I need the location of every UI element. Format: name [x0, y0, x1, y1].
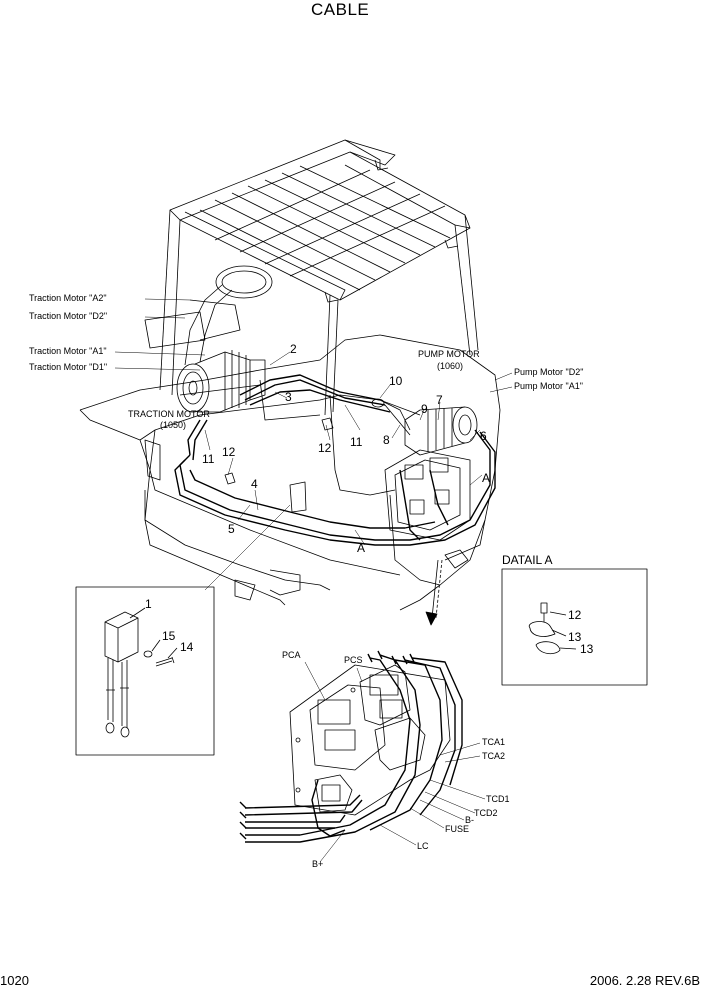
controller-label-tca1: TCA1	[482, 737, 506, 747]
detail-part-number-12: 12	[568, 608, 582, 622]
part-number-3: 3	[285, 390, 292, 404]
detail-part-number-13-lower: 13	[580, 642, 594, 656]
traction-motor-d2-label: Traction Motor "D2"	[29, 311, 108, 321]
part-number-6: 6	[480, 429, 487, 443]
arrow-to-controller-detail	[425, 559, 443, 626]
controller-label-fuse: FUSE	[445, 824, 470, 834]
controller-label-lc: LC	[417, 841, 429, 851]
leader-lines	[114, 298, 513, 591]
controller-label-tcd1: TCD1	[486, 794, 510, 804]
part-number-12-right: 12	[318, 441, 332, 455]
part-number-15: 15	[162, 629, 176, 643]
bolt-hardware	[224, 417, 334, 513]
part-number-1: 1	[145, 597, 152, 611]
detail-ref-a-right: A	[482, 471, 491, 485]
part-number-2: 2	[290, 342, 297, 356]
traction-motor-name: TRACTION MOTOR	[128, 409, 210, 419]
part-number-10: 10	[389, 374, 403, 388]
traction-motor-a2-label: Traction Motor "A2"	[29, 293, 107, 303]
pump-motor-d2-label: Pump Motor "D2"	[514, 367, 584, 377]
part-number-7: 7	[436, 393, 443, 407]
part-number-8: 8	[383, 433, 390, 447]
traction-motor-code: (1050)	[160, 420, 187, 430]
traction-motor-d1-label: Traction Motor "D1"	[29, 362, 108, 372]
controller-label-tcd2: TCD2	[474, 808, 498, 818]
detail-ref-a-left: A	[357, 541, 366, 555]
controller-label-pcs: PCS	[344, 655, 363, 665]
detail-a-title: DATAIL A	[502, 553, 553, 567]
part-number-4: 4	[251, 477, 258, 491]
part-number-14: 14	[180, 640, 194, 654]
controller-label-b-plus: B+	[312, 859, 324, 869]
pump-motor-code: (1060)	[437, 361, 464, 371]
part-number-9: 9	[421, 402, 428, 416]
controller-assembly	[289, 664, 451, 816]
part-number-11-left: 11	[202, 452, 215, 466]
revision-date: 2006. 2.28 REV.6B	[589, 973, 700, 988]
controller-label-b-minus: B-	[465, 815, 474, 825]
page-title: CABLE	[311, 0, 370, 19]
pump-motor-a1-label: Pump Motor "A1"	[514, 381, 583, 391]
overhead-guard	[159, 139, 479, 416]
controller-label-tca2: TCA2	[482, 751, 506, 761]
steering-assembly	[144, 265, 273, 366]
wiring-harness	[174, 374, 496, 546]
controller-cabling	[239, 650, 463, 843]
connector-detail-box	[75, 586, 215, 756]
pump-motor-name: PUMP MOTOR	[418, 349, 480, 359]
detail-a-box	[501, 568, 648, 686]
traction-motor-a1-label: Traction Motor "A1"	[29, 346, 107, 356]
part-number-5: 5	[228, 522, 235, 536]
controller-leader-lines	[304, 661, 486, 863]
detail-part-number-13-upper: 13	[568, 630, 582, 644]
part-number-12-left: 12	[222, 445, 236, 459]
controller-label-pca: PCA	[282, 650, 301, 660]
page-number: 1020	[0, 973, 29, 988]
part-number-11-right: 11	[350, 435, 363, 449]
traction-motor	[176, 350, 266, 413]
